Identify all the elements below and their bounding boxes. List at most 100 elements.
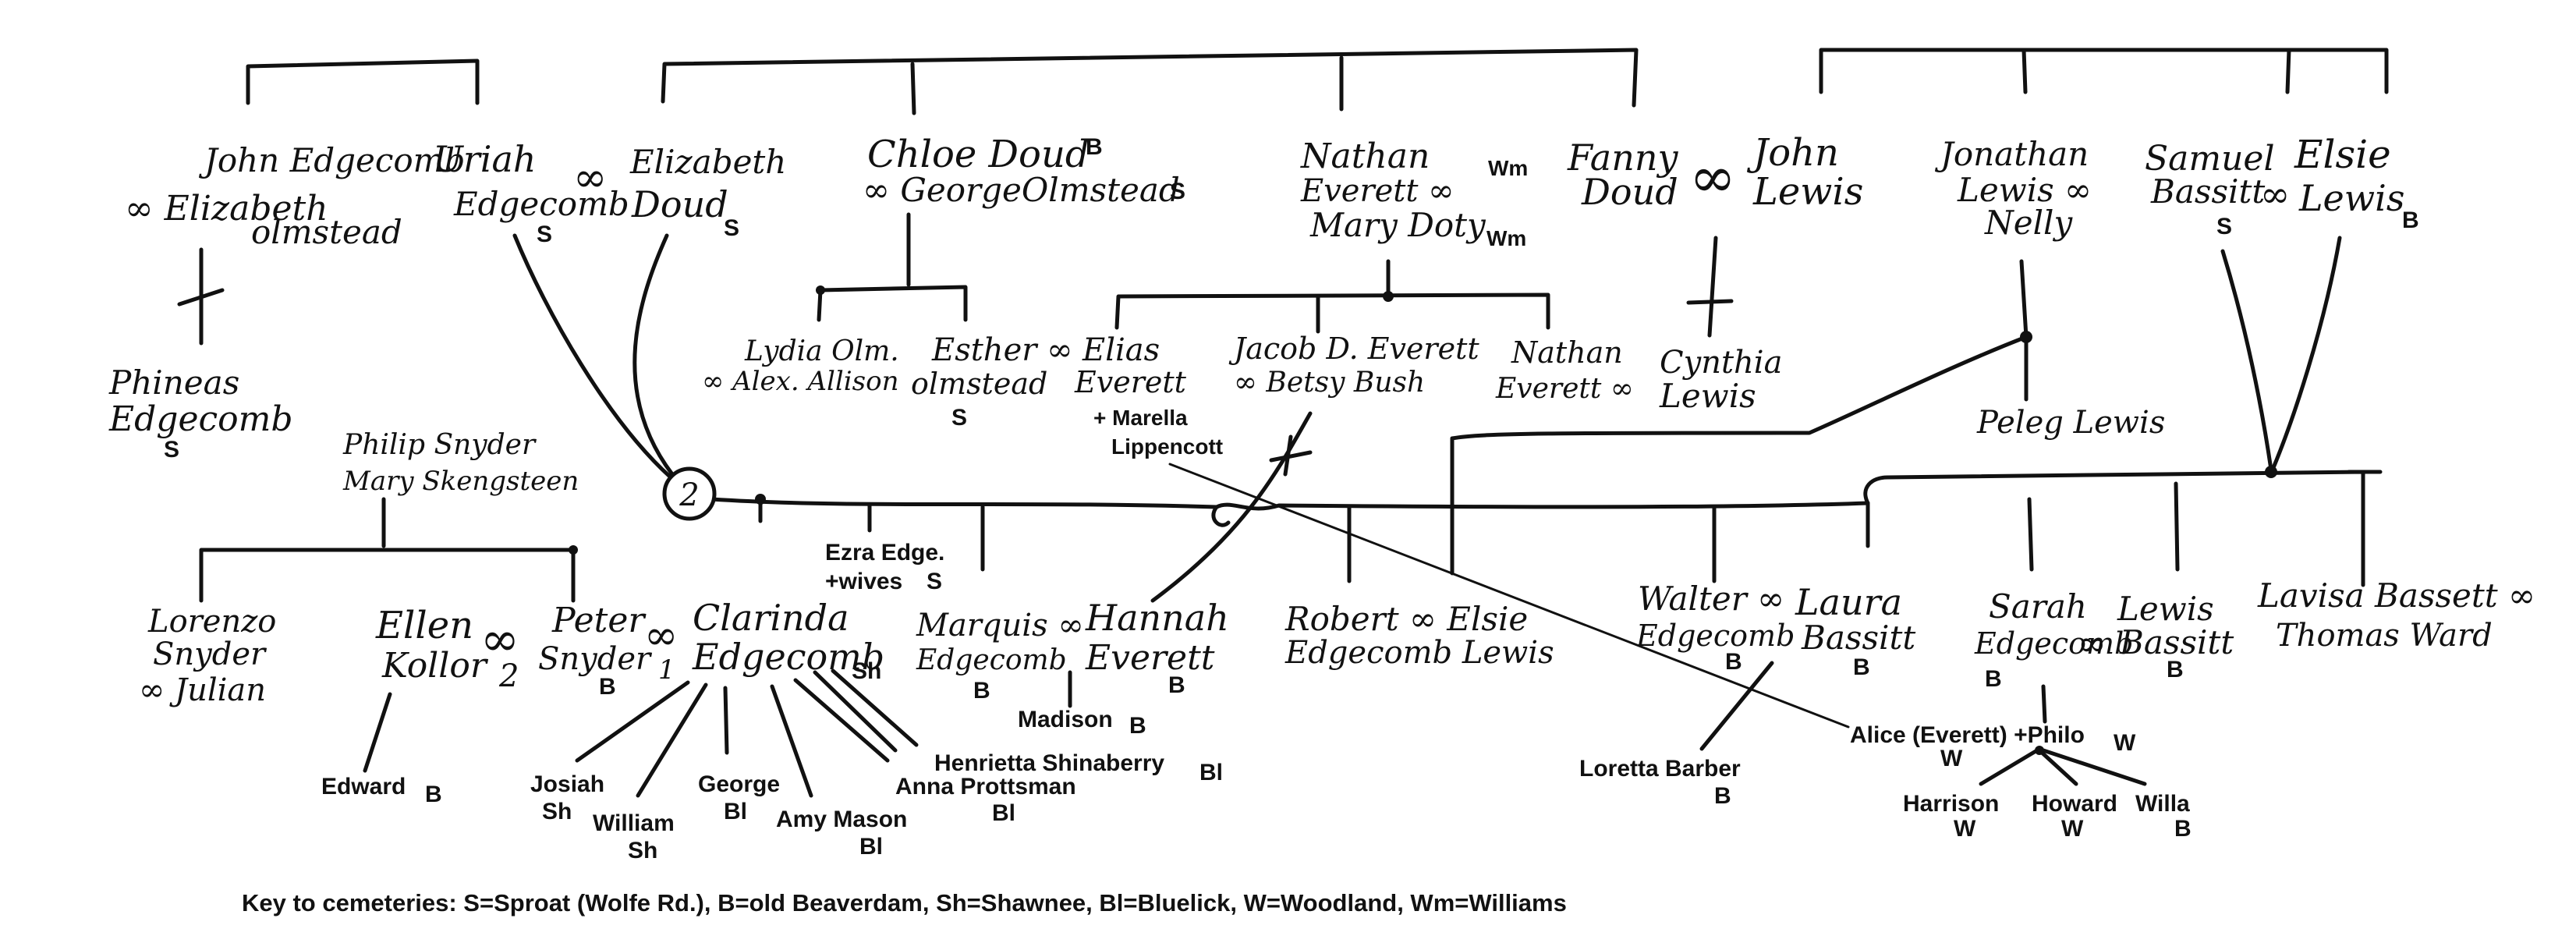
sarah-cemetery: B [1985, 666, 2002, 692]
alice-line2: W [1940, 746, 1963, 771]
jonathan-lewis-line1: Jonathan [1934, 135, 2089, 173]
ellen-peter-marriage-number: 2 [498, 658, 519, 694]
marquis-line2: Edgecomb [916, 644, 1067, 676]
descent-jonathan [2019, 259, 2029, 339]
death-cross-phineas [177, 288, 225, 307]
samuel-bassitt-cemetery: S [2216, 214, 2232, 239]
uriah-infinity: ∞ [573, 154, 607, 201]
drop-lewis-bassitt [2174, 481, 2180, 572]
descent-clarinda-henrietta-1 [813, 670, 898, 753]
uriah-cemetery: S [537, 222, 552, 247]
ezra-line2: +wives [825, 569, 902, 594]
ezra-line1: Ezra Edge. [825, 540, 944, 566]
junction-dot-snyder [569, 545, 578, 555]
john-lewis-line1: John [1746, 131, 1839, 175]
ellen-line2: Kollor [381, 646, 489, 686]
elias-line1: Elias [1082, 332, 1160, 368]
junction-dot-everett [1383, 291, 1394, 302]
marella-line2: Lippencott [1111, 434, 1223, 459]
uriah-line1: Uriah [433, 138, 537, 180]
lorenzo-line3: ∞ Julian [139, 672, 266, 708]
sibling-bracket-bassitt [1863, 470, 2365, 587]
edward-name: Edward [321, 774, 406, 800]
william-line2: Sh [628, 838, 657, 863]
death-cross-cynthia [1686, 299, 1734, 305]
sibling-bracket-lewis [1819, 48, 2389, 94]
peter-line2: Snyder [538, 641, 653, 677]
chloe-doud-cemetery: B [1086, 134, 1103, 160]
samuel-bassitt-line1: Samuel [2145, 139, 2275, 179]
typed-descendants: Edward B Josiah Sh William Sh George Bl … [321, 707, 2192, 863]
cynthia-line1: Cynthia [1660, 345, 1782, 381]
lydia-line2: ∞ Alex. Allison [702, 366, 898, 397]
descent-jacob-hannah [1150, 411, 1313, 603]
chloe-doud-name: Chloe Doud [867, 133, 1090, 176]
phineas-cemetery: S [164, 437, 179, 463]
descent-clarinda-william [636, 682, 708, 798]
willa-line2: B [2174, 816, 2192, 842]
junction-dots [569, 285, 2277, 755]
alice-cemetery-right: W [2114, 730, 2136, 756]
anna-line1: Anna Prottsman [895, 774, 1076, 800]
junction-dot-jonathan [2020, 331, 2032, 343]
howard-line1: Howard [2032, 791, 2117, 817]
sarah-lewis-infinity: ∞ [2078, 624, 2107, 664]
esther-line1: Esther ∞ [931, 332, 1072, 368]
handwritten-names: John Edgecomb ∞ Elizabeth olmstead Uriah… [108, 131, 2535, 708]
peter-line1: Peter [551, 601, 647, 640]
walter-line1: Walter ∞ [1638, 580, 1784, 618]
descent-loretta [1699, 661, 1774, 751]
elizabeth-doud-line2: Doud [631, 183, 728, 225]
descent-alice-howard [2037, 748, 2078, 786]
jonathan-lewis-line3: Nelly [1984, 204, 2073, 242]
marella-line1: + Marella [1093, 406, 1188, 430]
philip-snyder-line1: Philip Snyder [342, 429, 537, 461]
john-lewis-line2: Lewis [1752, 170, 1863, 214]
jacob-line1: Jacob D. Everett [1228, 332, 1479, 366]
howard-line2: W [2061, 816, 2084, 842]
descent-elias-alice [1168, 463, 1850, 729]
nathan-jr-line2: Everett ∞ [1495, 373, 1634, 405]
ellen-line1: Ellen [375, 604, 473, 647]
loretta-line2: B [1714, 783, 1731, 809]
ellen-peter-infinity: ∞ [480, 612, 519, 667]
jacob-line2: ∞ Betsy Bush [1234, 367, 1425, 399]
madison-name: Madison [1018, 707, 1113, 732]
drop-sarah [2027, 497, 2034, 572]
nathan-everett-line2: Everett ∞ [1300, 173, 1454, 209]
edward-cemetery: B [425, 782, 442, 807]
sibling-bracket-everett [1114, 292, 1550, 330]
nathan-everett-line1: Nathan [1300, 136, 1430, 176]
descent-sarah-alice [2041, 684, 2047, 724]
lydia-line1: Lydia Olm. [744, 335, 899, 367]
laura-line1: Laura [1795, 581, 1902, 623]
descent-elsie-lewis [2270, 236, 2342, 472]
descent-elizabeth [632, 233, 675, 477]
harrison-line1: Harrison [1903, 791, 1999, 817]
descent-clarinda-george [723, 686, 729, 755]
descent-fanny-cynthia [1707, 236, 1718, 338]
peleg-lewis-name: Peleg Lewis [1976, 405, 2165, 441]
lorenzo-line1: Lorenzo [147, 604, 276, 640]
henrietta-name: Henrietta Shinaberry [934, 750, 1164, 776]
peter-clarinda-infinity: ∞ [644, 612, 678, 659]
willa-line1: Willa [2135, 791, 2190, 817]
ezra-cemetery: S [927, 569, 942, 594]
junction-dot-clarinda [755, 494, 766, 505]
nathan-everett-cemetery: Wm [1488, 156, 1528, 180]
william-line1: William [593, 810, 675, 836]
lavisa-line1: Lavisa Bassett ∞ [2257, 576, 2535, 615]
elias-line2: Everett [1074, 365, 1187, 399]
marquis-cemetery: B [973, 678, 990, 704]
alice-line1: Alice (Everett) +Philo [1850, 722, 2085, 748]
elizabeth-doud-line1: Elizabeth [629, 143, 786, 181]
anna-line2: Bl [992, 800, 1015, 826]
esther-line2: olmstead [911, 367, 1047, 401]
elizabeth-olmstead-line1: ∞ Elizabeth [125, 189, 328, 229]
junction-dot-olmstead [816, 285, 825, 295]
george-olmstead-name: ∞ GeorgeOlmstead [863, 171, 1180, 209]
harrison-line2: W [1954, 816, 1976, 842]
josiah-line1: Josiah [530, 771, 604, 797]
fanny-doud-line1: Fanny [1567, 136, 1678, 179]
